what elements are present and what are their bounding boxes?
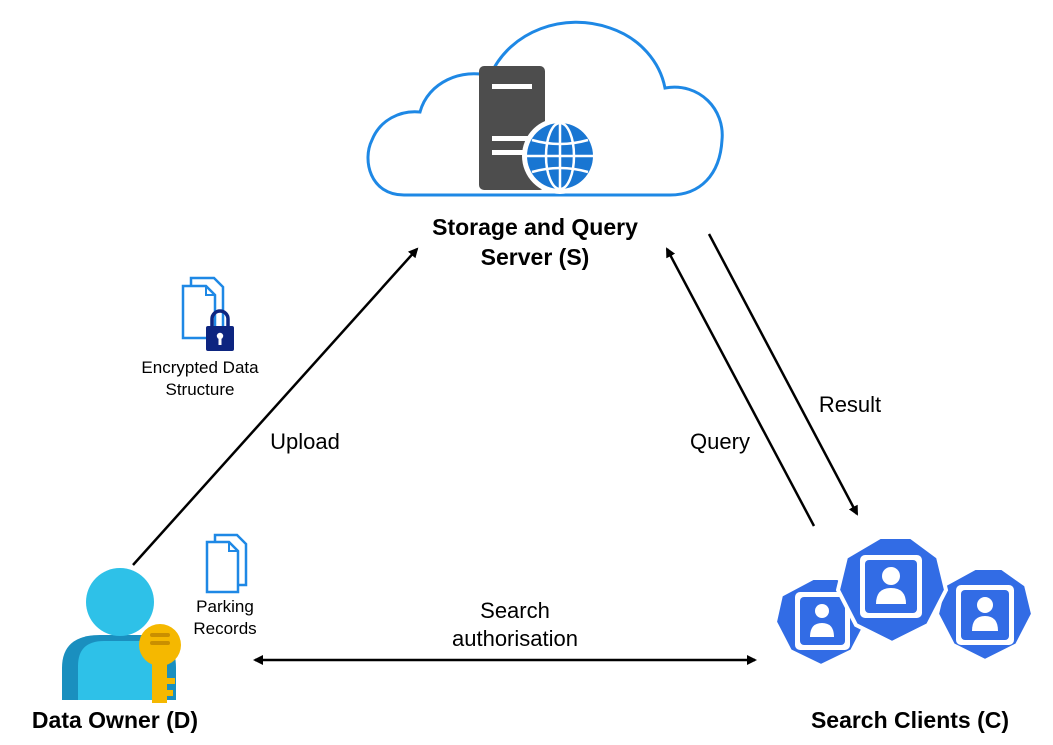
encrypted-structure-label: Encrypted Data Structure [110, 357, 290, 401]
user-key-icon [62, 568, 181, 703]
server-label-line2: Server (S) [480, 244, 590, 270]
encrypted-label-line2: Structure [165, 380, 235, 399]
upload-label: Upload [270, 429, 340, 454]
documents-icon [205, 533, 248, 594]
encrypted-label-line1: Encrypted Data [141, 358, 259, 377]
client-badge-right [934, 566, 1036, 664]
search-authorisation-label: Search authorisation [420, 597, 610, 653]
user-group-icon [772, 535, 1036, 669]
parking-label-line2: Records [193, 619, 257, 638]
parking-label-line1: Parking [196, 597, 254, 616]
clients-label: Search Clients (C) [810, 707, 1010, 733]
person-head [86, 568, 154, 636]
search-label-line1: Search [480, 598, 550, 623]
client-badge-center [835, 535, 949, 646]
server-label-line1: Storage and Query [432, 214, 638, 240]
owner-label: Data Owner (D) [31, 707, 199, 733]
result-arrow [707, 233, 859, 516]
key-icon [139, 624, 181, 703]
client-badge-left [772, 576, 870, 669]
cloud-outline [366, 20, 724, 197]
upload-arrow [132, 247, 419, 566]
search-label-line2: authorisation [452, 626, 578, 651]
locked-document-icon [181, 276, 234, 351]
query-arrow [665, 247, 816, 527]
result-label: Result [818, 392, 882, 417]
parking-records-label: Parking Records [180, 596, 270, 640]
query-label: Query [690, 429, 750, 454]
cloud-server-icon [366, 20, 724, 197]
globe-icon [522, 118, 598, 194]
server-label: Storage and Query Server (S) [385, 212, 685, 272]
